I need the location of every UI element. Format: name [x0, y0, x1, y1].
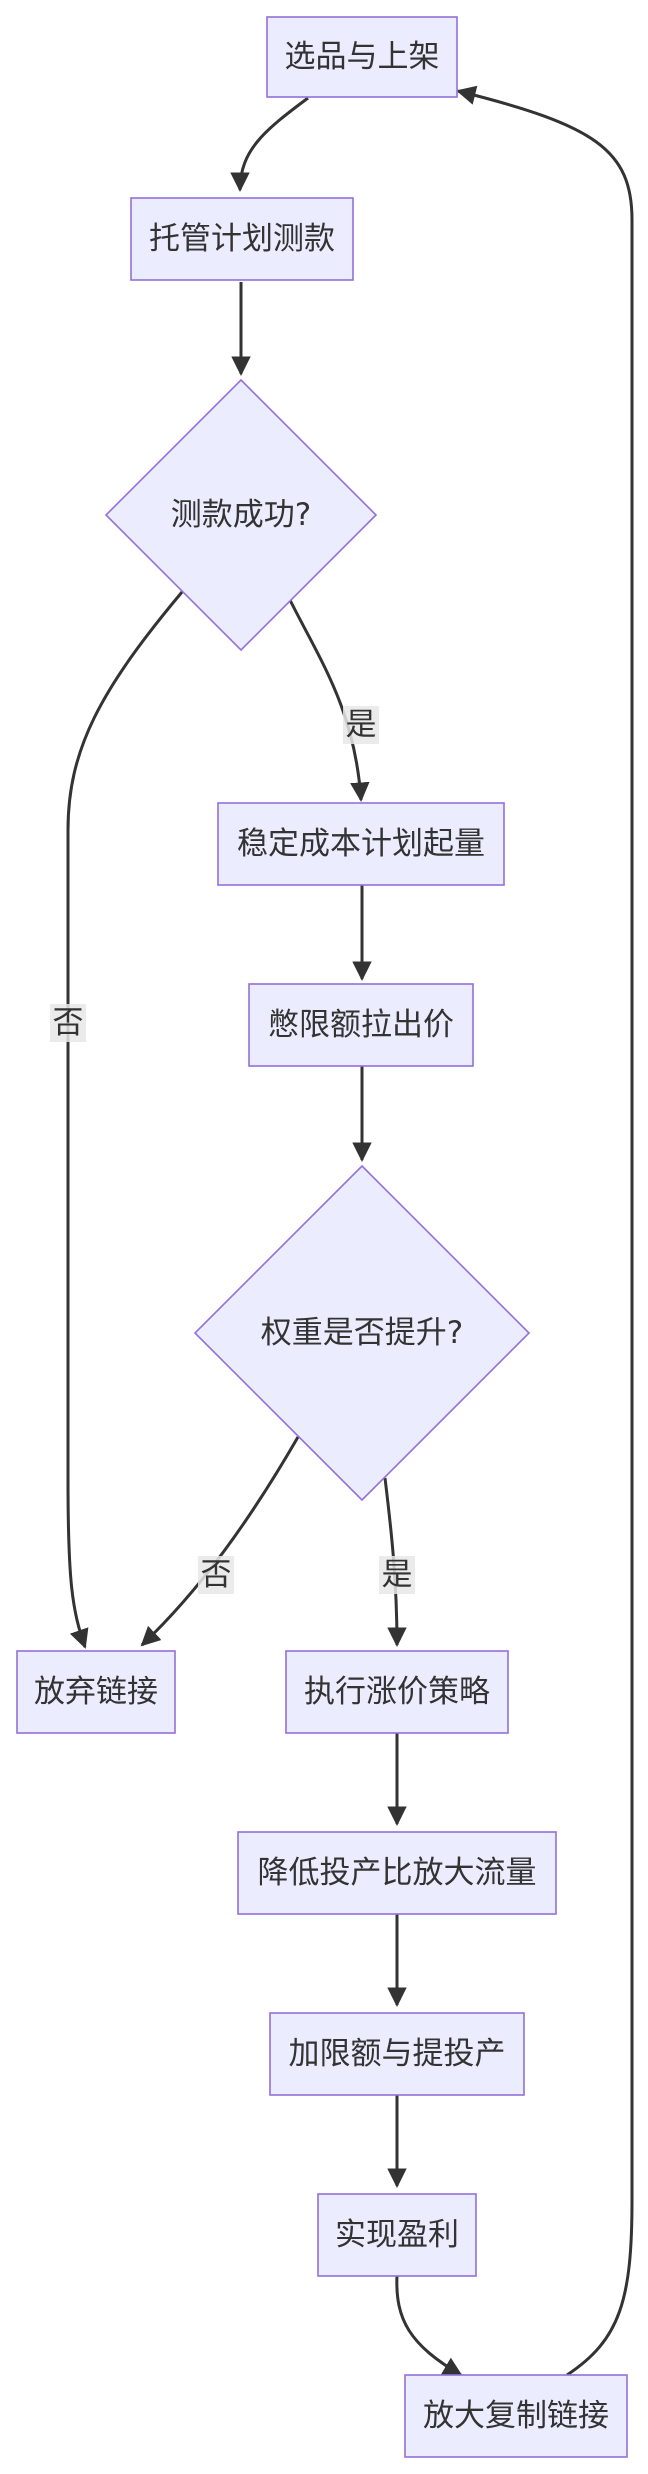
nodes: 选品与上架 托管计划测款 测款成功? 稳定成本计划起量 憋限额拉出价 权重是否提…: [16, 16, 628, 2458]
node-profit: 实现盈利: [317, 2193, 477, 2277]
node-hold-limit-text: 憋限额拉出价: [268, 1007, 454, 1043]
edge-label-yes-2: 是: [379, 1556, 415, 1594]
edge-scale-loop-to-select: [456, 85, 634, 2377]
node-stable-cost: 稳定成本计划起量: [217, 802, 505, 886]
edge-label-no-1: 否: [50, 1004, 86, 1042]
edge-profit-to-scale: [395, 2274, 463, 2377]
node-hosted-test: 托管计划测款: [130, 197, 354, 281]
node-weight-up-decision: 权重是否提升?: [193, 1164, 531, 1502]
node-test-success-decision: 测款成功?: [104, 378, 378, 652]
node-scale-copy-text: 放大复制链接: [423, 2398, 609, 2434]
node-lower-ratio: 降低投产比放大流量: [237, 1831, 557, 1915]
edges: [66, 85, 634, 2377]
node-price-up: 执行涨价策略: [285, 1650, 509, 1734]
node-select-list: 选品与上架: [266, 16, 458, 98]
node-lower-ratio-text: 降低投产比放大流量: [258, 1855, 537, 1891]
edge-labels: 是 否 是 否: [50, 706, 415, 1594]
edge-label-no-1-text: 否: [53, 1005, 84, 1041]
node-abandon-text: 放弃链接: [34, 1674, 158, 1710]
node-stable-cost-text: 稳定成本计划起量: [237, 826, 485, 862]
node-raise-limit: 加限额与提投产: [269, 2012, 525, 2096]
edge-label-no-2: 否: [198, 1556, 234, 1594]
node-test-success-text: 测款成功?: [171, 497, 311, 533]
edge-label-no-2-text: 否: [201, 1557, 232, 1593]
node-profit-text: 实现盈利: [335, 2217, 459, 2253]
edge-label-yes-1: 是: [343, 706, 379, 744]
edge-decision-no-to-abandon: [66, 591, 184, 1649]
edge-decision-yes-to-stable: [288, 599, 370, 802]
node-hold-limit: 憋限额拉出价: [248, 983, 474, 1067]
node-hosted-test-text: 托管计划测款: [149, 221, 335, 257]
node-select-list-text: 选品与上架: [285, 39, 440, 75]
edge-label-yes-2-text: 是: [382, 1557, 413, 1593]
node-price-up-text: 执行涨价策略: [304, 1674, 490, 1710]
edge-label-yes-1-text: 是: [346, 707, 377, 743]
edge-weight-yes-to-price: [383, 1477, 407, 1647]
node-weight-up-text: 权重是否提升?: [261, 1315, 463, 1351]
node-scale-copy: 放大复制链接: [404, 2374, 628, 2458]
edge-weight-no-to-abandon: [140, 1436, 300, 1647]
node-raise-limit-text: 加限额与提投产: [289, 2036, 506, 2072]
edge-select-to-test: [230, 96, 309, 192]
node-abandon: 放弃链接: [16, 1650, 176, 1734]
